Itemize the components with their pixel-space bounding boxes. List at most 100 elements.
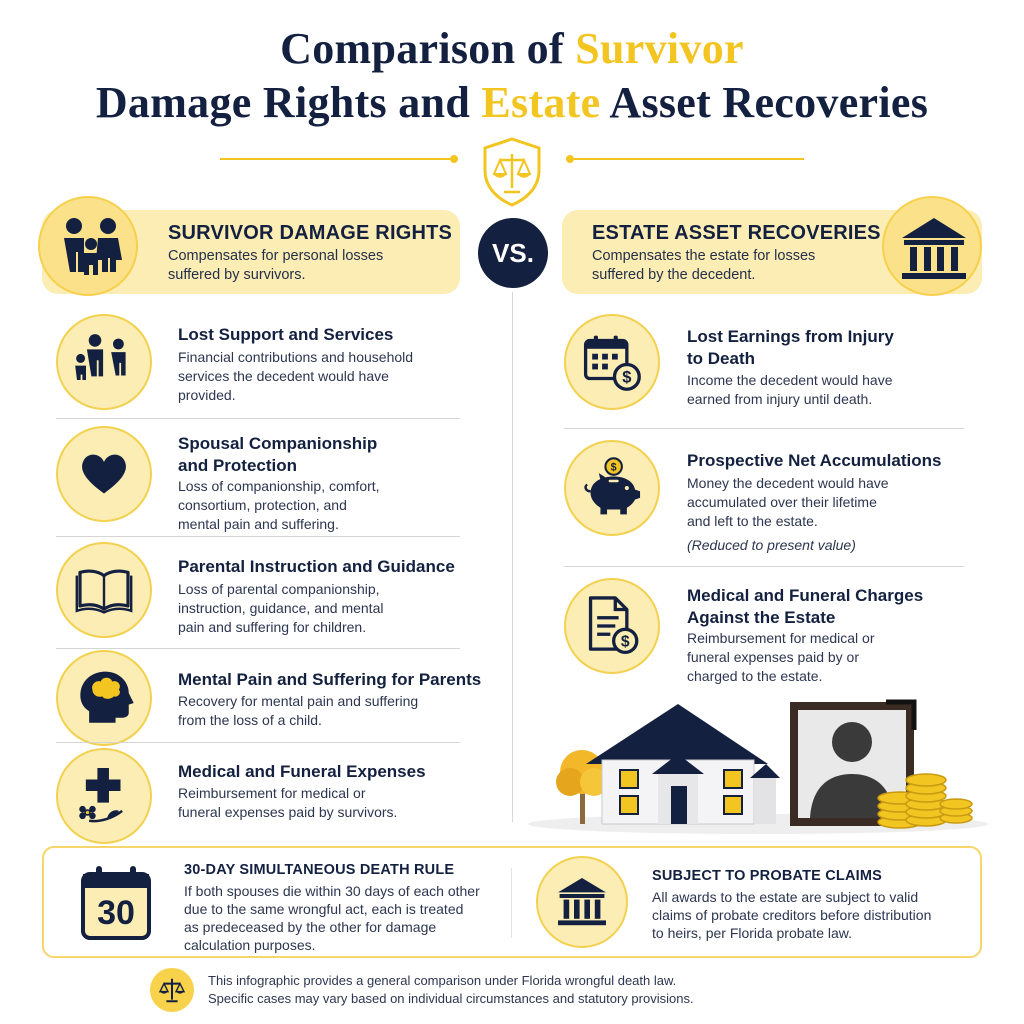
svg-text:$: $ <box>622 369 631 387</box>
simultaneous-death-desc-2: due to the same wrongful act, each is tr… <box>184 901 464 917</box>
lost-support-desc-1: Financial contributions and household <box>178 349 414 365</box>
book-icon-circle <box>56 542 152 638</box>
piggy-bank-icon-circle: $ <box>564 440 660 536</box>
survivor-header-desc-1: Compensates for personal losses <box>168 248 384 264</box>
spousal-desc-1: Loss of companionship, comfort, <box>178 478 380 494</box>
document-dollar-icon: $ <box>588 596 639 655</box>
heart-icon-circle <box>56 426 152 522</box>
family-icon <box>75 334 126 380</box>
separator <box>56 648 460 649</box>
estate-medical-desc-2: funeral expenses paid by or <box>687 649 859 665</box>
lost-support-desc-2: services the decedent would have <box>178 368 389 384</box>
rules-info-box <box>42 846 982 958</box>
calendar-number: 30 <box>97 894 135 932</box>
estate-medical-title-1: Medical and Funeral Charges <box>687 586 924 605</box>
svg-text:$: $ <box>611 462 617 474</box>
net-accumulations-title: Prospective Net Accumulations <box>687 451 942 470</box>
separator <box>564 566 964 567</box>
calendar-icon-circle: $ <box>564 314 660 410</box>
parental-desc-3: pain and suffering for children. <box>178 619 367 635</box>
survivor-header-desc-2: suffered by survivors. <box>168 267 306 283</box>
simultaneous-death-title: 30-DAY SIMULTANEOUS DEATH RULE <box>184 862 455 878</box>
estate-illustration <box>528 699 988 834</box>
box-divider <box>511 868 512 938</box>
separator <box>56 536 460 537</box>
family-icon-circle <box>56 314 152 410</box>
title-text: Asset Recoveries <box>600 78 929 127</box>
estate-medical-title-2: Against the Estate <box>687 608 836 627</box>
title-highlight-estate: Estate <box>481 78 601 127</box>
center-divider <box>512 292 513 822</box>
spousal-desc-2: consortium, protection, and <box>178 497 347 513</box>
probate-claims-desc-1: All awards to the estate are subject to … <box>652 889 919 905</box>
page-title: Comparison of Survivor Damage Rights and… <box>0 22 1024 130</box>
separator <box>56 418 460 419</box>
net-accumulations-desc-3: and left to the estate. <box>687 513 818 529</box>
net-accumulations-desc-1: Money the decedent would have <box>687 475 889 491</box>
footer-scales-icon-circle <box>150 968 194 1012</box>
svg-text:$: $ <box>621 634 630 651</box>
estate-header-title: ESTATE ASSET RECOVERIES <box>592 222 881 244</box>
spousal-title-2: and Protection <box>178 456 298 475</box>
parents-pain-desc-1: Recovery for mental pain and suffering <box>178 693 419 709</box>
parental-desc-2: instruction, guidance, and mental <box>178 600 384 616</box>
lost-support-desc-3: provided. <box>178 387 236 403</box>
medical-cross-flower-icon <box>79 767 123 823</box>
lost-earnings-desc-2: earned from injury until death. <box>687 391 873 407</box>
parental-desc-1: Loss of parental companionship, <box>178 581 380 597</box>
title-divider-right <box>574 158 804 160</box>
present-value-note: (Reduced to present value) <box>687 537 856 553</box>
footer-disclaimer: This infographic provides a general comp… <box>208 972 694 1008</box>
estate-header-desc-2: suffered by the decedent. <box>592 267 756 283</box>
survivor-header-title: SURVIVOR DAMAGE RIGHTS <box>168 222 453 244</box>
piggy-bank-icon: $ <box>584 457 641 515</box>
document-icon-circle: $ <box>564 578 660 674</box>
simultaneous-death-desc-4: calculation purposes. <box>184 937 316 953</box>
bank-icon <box>902 218 966 279</box>
family-header-icon-circle <box>38 196 138 296</box>
title-text: Damage Rights and <box>95 78 482 127</box>
spousal-desc-3: mental pain and suffering. <box>178 516 339 532</box>
head-brain-icon-circle <box>56 650 152 746</box>
simultaneous-death-desc-1: If both spouses die within 30 days of ea… <box>184 883 480 899</box>
vs-badge: VS. <box>478 218 548 288</box>
survivor-medical-title: Medical and Funeral Expenses <box>178 762 426 781</box>
title-highlight-survivor: Survivor <box>575 24 744 73</box>
lost-support-title: Lost Support and Services <box>178 325 394 344</box>
estate-medical-desc-1: Reimbursement for medical or <box>687 630 875 646</box>
scales-icon <box>158 978 186 1003</box>
survivor-medical-desc-1: Reimbursement for medical or <box>178 785 366 801</box>
separator <box>56 742 460 743</box>
family-icon <box>64 218 122 275</box>
parents-pain-title: Mental Pain and Suffering for Parents <box>178 670 482 689</box>
medical-icon-circle <box>56 748 152 844</box>
calendar-dollar-icon: $ <box>583 335 641 391</box>
estate-header-desc-1: Compensates the estate for losses <box>592 248 816 264</box>
head-brain-icon <box>80 671 134 723</box>
bank-icon <box>558 878 606 926</box>
lost-earnings-desc-1: Income the decedent would have <box>687 372 893 388</box>
heart-icon <box>82 454 126 494</box>
probate-icon-circle <box>536 856 628 948</box>
bank-header-icon-circle <box>882 196 982 296</box>
estate-medical-desc-3: charged to the estate. <box>687 668 823 684</box>
survivor-medical-desc-2: funeral expenses paid by survivors. <box>178 804 398 820</box>
spousal-title-1: Spousal Companionship <box>178 434 378 453</box>
parental-title: Parental Instruction and Guidance <box>178 557 455 576</box>
simultaneous-death-desc-3: as predeceased by the other for damage <box>184 919 437 935</box>
divider-dot <box>450 155 458 163</box>
net-accumulations-desc-2: accumulated over their lifetime <box>687 494 877 510</box>
probate-claims-desc-3: to heirs, per Florida probate law. <box>652 925 852 941</box>
scales-shield-icon <box>483 137 541 207</box>
divider-dot <box>566 155 574 163</box>
probate-claims-title: SUBJECT TO PROBATE CLAIMS <box>652 868 883 884</box>
footer-line-1: This infographic provides a general comp… <box>208 973 677 988</box>
parents-pain-desc-2: from the loss of a child. <box>178 712 322 728</box>
lost-earnings-title-2: to Death <box>687 349 755 368</box>
footer-line-2: Specific cases may vary based on individ… <box>208 991 694 1006</box>
title-divider-left <box>220 158 450 160</box>
book-icon <box>75 569 133 614</box>
probate-claims-desc-2: claims of probate creditors before distr… <box>652 907 932 923</box>
lost-earnings-title-1: Lost Earnings from Injury <box>687 327 894 346</box>
separator <box>564 428 964 429</box>
